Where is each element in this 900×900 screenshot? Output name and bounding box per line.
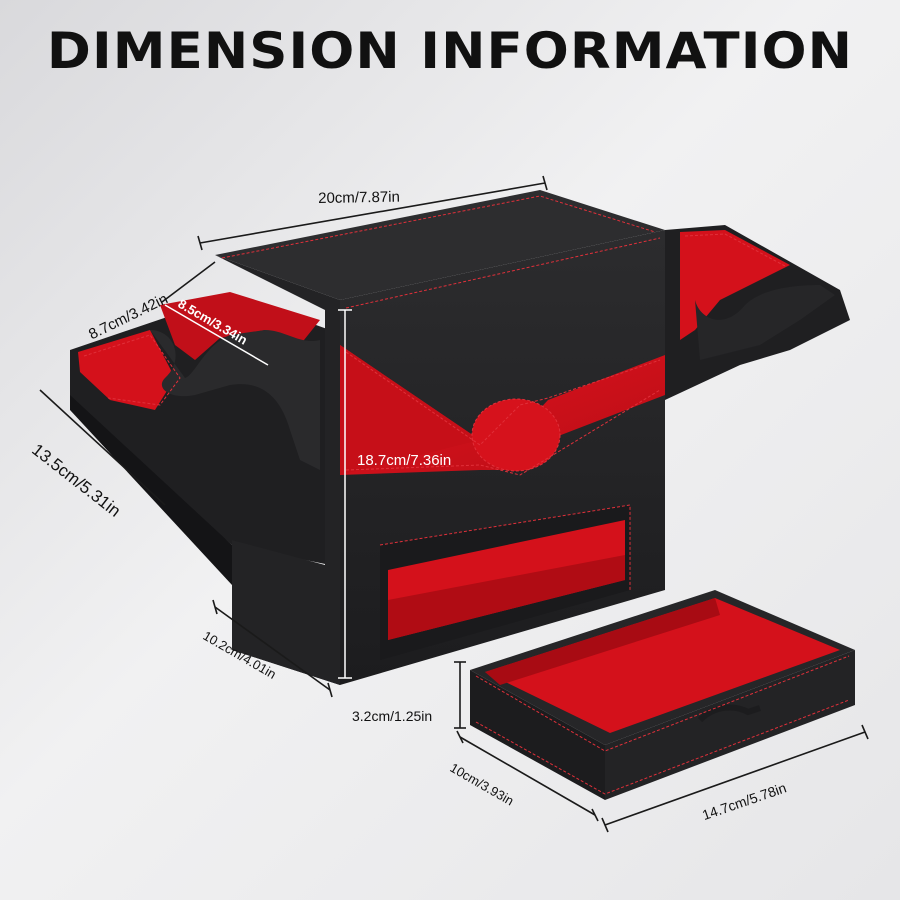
page-title: DIMENSION INFORMATION bbox=[46, 22, 854, 80]
dimension-lines-light bbox=[164, 304, 352, 679]
width-label: 20cm/7.87in bbox=[318, 188, 401, 207]
main-box bbox=[215, 190, 665, 685]
dimension-lines bbox=[39, 175, 869, 833]
card-tray bbox=[470, 590, 855, 800]
tray-height-label: 3.2cm/1.25in bbox=[352, 708, 433, 724]
right-flap bbox=[665, 225, 850, 400]
height-label: 18.7cm/7.36in bbox=[357, 452, 452, 469]
